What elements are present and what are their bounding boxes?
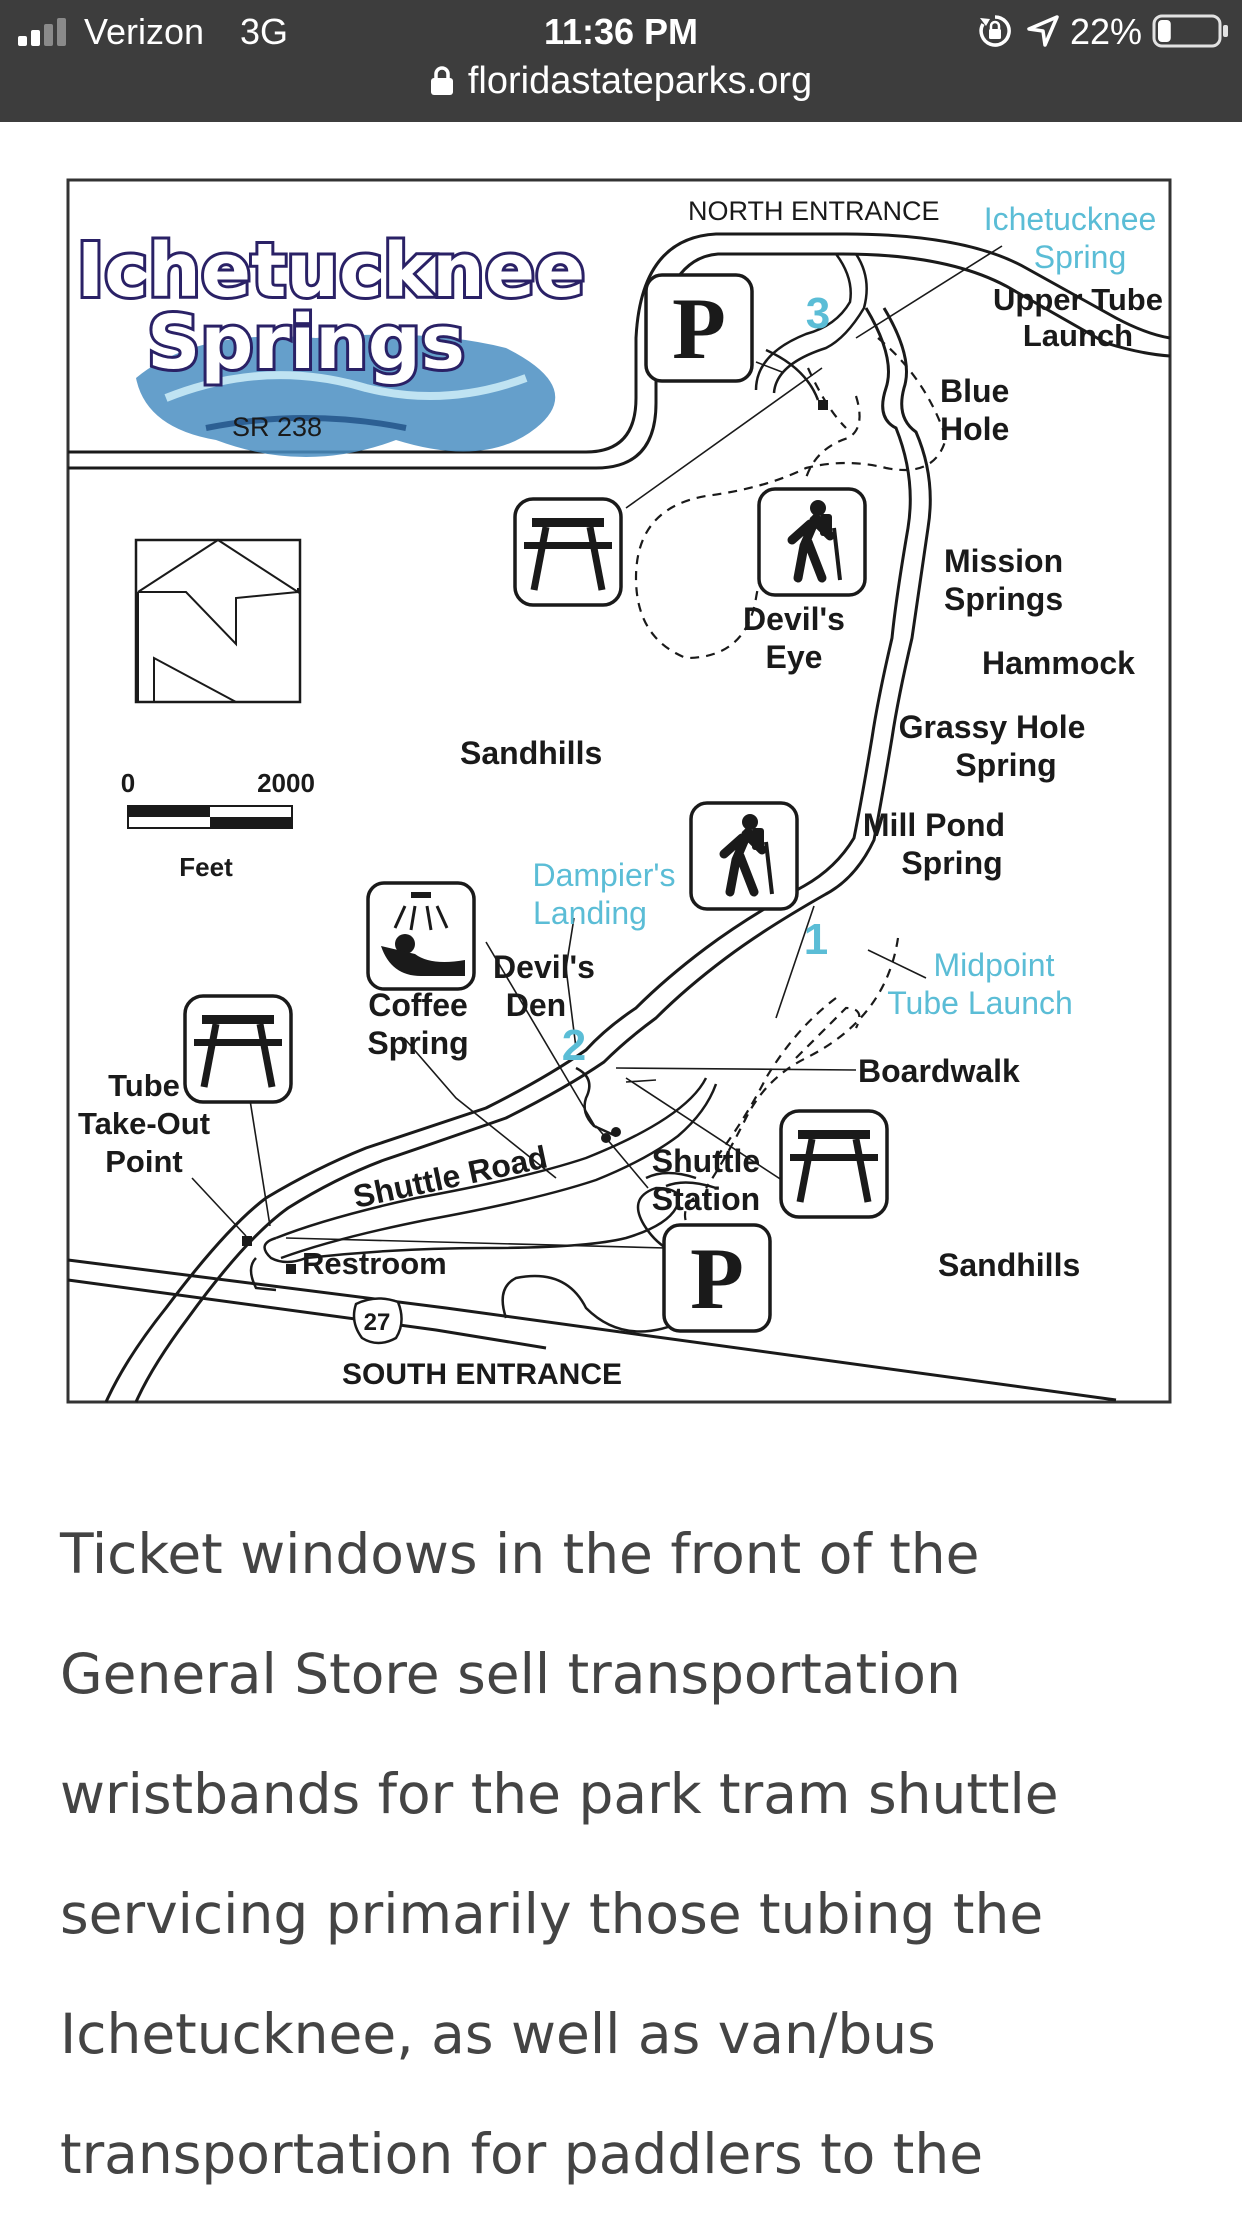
picnic-table-icon [515,499,621,605]
mill-pond-spring-label-2: Spring [901,845,1002,881]
scale-unit: Feet [179,852,233,882]
rotation-lock-icon [979,15,1011,47]
boardwalk-label: Boardwalk [858,1053,1020,1089]
us27-label: 27 [364,1309,391,1336]
shuttle-station-label: Shuttle [652,1143,760,1179]
logo-title-line1: Ichetucknee [77,228,585,314]
marker-2: 2 [562,1021,586,1070]
boardwalk-path [575,1066,717,1190]
grassy-hole-spring-label: Grassy Hole [899,709,1086,745]
north-arrow [134,538,302,704]
tube-take-out-label-2: Take-Out [78,1106,210,1141]
logo-title-line2: Springs [147,300,465,386]
marker-3: 3 [806,289,830,338]
river [104,307,932,1403]
sandhills-east-label: Sandhills [938,1247,1080,1283]
devils-eye-label-2: Eye [766,639,823,675]
blue-hole-label-2: Hole [940,411,1009,447]
blue-hole-label: Blue [940,373,1009,409]
status-time: 11:36 PM [543,11,699,52]
hiking-icon [759,489,865,595]
picnic-table-icon [781,1111,887,1217]
grassy-hole-spring-label-2: Spring [955,747,1056,783]
ichetucknee-spring-label: Ichetucknee [984,201,1157,237]
url-text: floridastateparks.org [467,60,813,102]
ichetucknee-spring-label-2: Spring [1034,239,1127,275]
battery-percent: 22% [1070,11,1143,52]
road-sr238 [68,232,1171,470]
north-entrance-label: NORTH ENTRANCE [688,196,940,226]
dampiers-landing-label: Dampier's [532,857,675,893]
hiking-icon [691,803,797,909]
mill-pond-spring-label: Mill Pond [863,807,1005,843]
shuttle-station-label-2: Station [652,1181,760,1217]
mission-springs-label: Mission [944,543,1063,579]
shower-icon [366,881,476,991]
address-bar[interactable]: floridastateparks.org [0,58,1242,104]
road-us27 [67,1258,1117,1402]
parking-icon [644,273,754,383]
south-entrance-label: SOUTH ENTRANCE [342,1358,622,1391]
tube-take-out-label-3: Point [105,1144,183,1179]
coffee-spring-label: Coffee [368,987,468,1023]
scale-zero: 0 [121,768,135,798]
scale-bar: 0 2000 Feet [121,768,315,882]
scale-max: 2000 [257,768,315,798]
article-paragraph: Ticket windows in the front of the Gener… [60,1522,1059,2186]
sr238-label: SR 238 [232,412,322,442]
browser-status-bar: Verizon 3G 11:36 PM 22% floridastatepark… [0,0,1242,122]
devils-eye-label: Devil's [743,601,845,637]
hammock-label: Hammock [982,645,1135,681]
us27-shield-icon: 27 [352,1297,403,1345]
carrier-name: Verizon [84,11,205,52]
shuttle-road [249,1077,728,1333]
sandhills-west-label: Sandhills [460,735,602,771]
picnic-table-icon [185,996,291,1102]
coffee-spring-label-2: Spring [367,1025,468,1061]
upper-tube-launch-label-2: Launch [1023,318,1133,353]
devils-den-label-2: Den [506,987,566,1023]
north-park-road [754,253,868,401]
leader-lines [191,245,1003,1249]
tube-take-out-label: Tube [108,1068,180,1103]
upper-tube-launch-label: Upper Tube [993,282,1163,317]
park-logo: Ichetucknee Springs [74,225,588,457]
dampiers-landing-label-2: Landing [533,895,647,931]
location-arrow-icon [1027,15,1059,47]
mission-springs-label-2: Springs [944,581,1063,617]
midpoint-tube-launch-label-2: Tube Launch [887,985,1073,1021]
signal-icon [18,18,66,46]
restroom-label: Restroom [302,1246,447,1281]
marker-1: 1 [804,915,828,964]
park-map: P [66,178,1172,1404]
devils-den-label: Devil's [493,949,595,985]
network-type: 3G [240,11,289,52]
midpoint-tube-launch-label: Midpoint [934,947,1055,983]
battery-icon [1152,14,1228,48]
lock-icon [430,66,453,95]
parking-icon [662,1223,772,1333]
